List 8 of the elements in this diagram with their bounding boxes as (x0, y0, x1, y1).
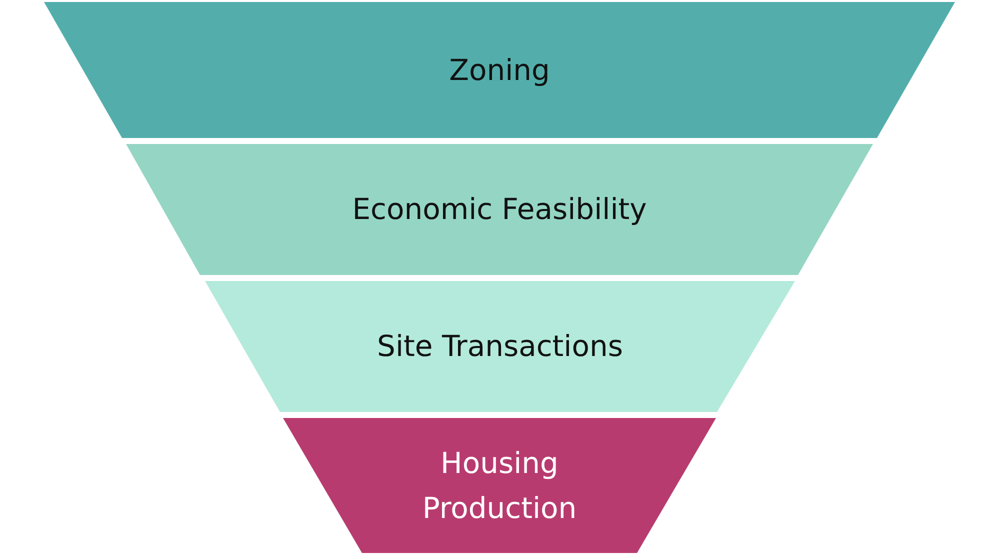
funnel-band (283, 418, 716, 553)
stage-label: Economic Feasibility (352, 191, 647, 228)
stage-label: Zoning (449, 52, 550, 89)
funnel-band (44, 2, 955, 138)
funnel-band (205, 281, 795, 412)
stage-label: Housing Production (421, 444, 578, 526)
stage-label: Site Transactions (377, 328, 623, 366)
funnel-band (126, 144, 873, 275)
